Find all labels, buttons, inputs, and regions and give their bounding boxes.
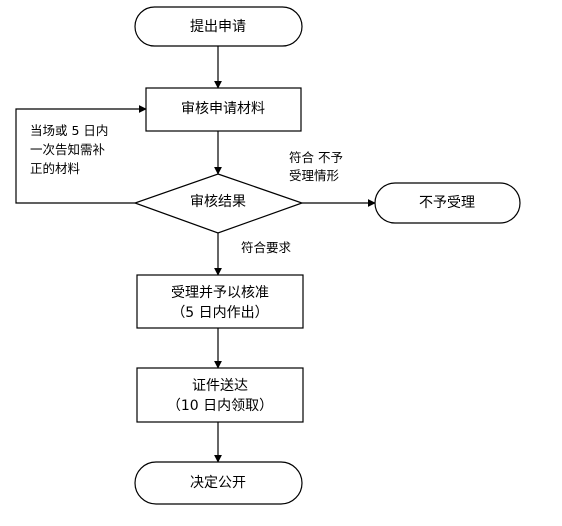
supplement-label-line3: 正的材料	[30, 161, 81, 176]
accept-node-label-line2: （5 日内作出）	[171, 305, 268, 321]
not-qualified-label-line2: 受理情形	[289, 168, 340, 183]
delivery-node: 证件送达 （10 日内领取）	[136, 367, 304, 423]
start-node-label: 提出申请	[190, 19, 246, 35]
supplement-loop-label: 当场或 5 日内 一次告知需补 正的材料	[30, 123, 108, 176]
end-node: 决定公开	[134, 461, 303, 505]
review-result-decision: 审核结果	[133, 173, 304, 234]
start-node: 提出申请	[134, 6, 303, 47]
arrow-supplement-loop	[15, 105, 147, 204]
supplement-label-line2: 一次告知需补	[30, 142, 106, 157]
end-node-label: 决定公开	[190, 475, 246, 491]
reject-node: 不予受理	[374, 182, 521, 224]
not-qualified-label-line1: 符合 不予	[289, 150, 343, 165]
review-materials-node: 审核申请材料	[145, 87, 302, 132]
reject-node-label: 不予受理	[419, 195, 475, 211]
accept-node: 受理并予以核准 （5 日内作出）	[136, 274, 304, 329]
delivery-node-label-line1: 证件送达	[192, 378, 248, 394]
not-qualified-label: 符合 不予 受理情形	[289, 150, 343, 183]
review-result-label: 审核结果	[190, 194, 246, 210]
qualified-label: 符合要求	[241, 240, 292, 255]
review-materials-label: 审核申请材料	[181, 101, 265, 117]
delivery-node-label-line2: （10 日内领取）	[167, 398, 273, 414]
supplement-label-line1: 当场或 5 日内	[30, 123, 108, 138]
accept-node-label-line1: 受理并予以核准	[171, 285, 269, 301]
